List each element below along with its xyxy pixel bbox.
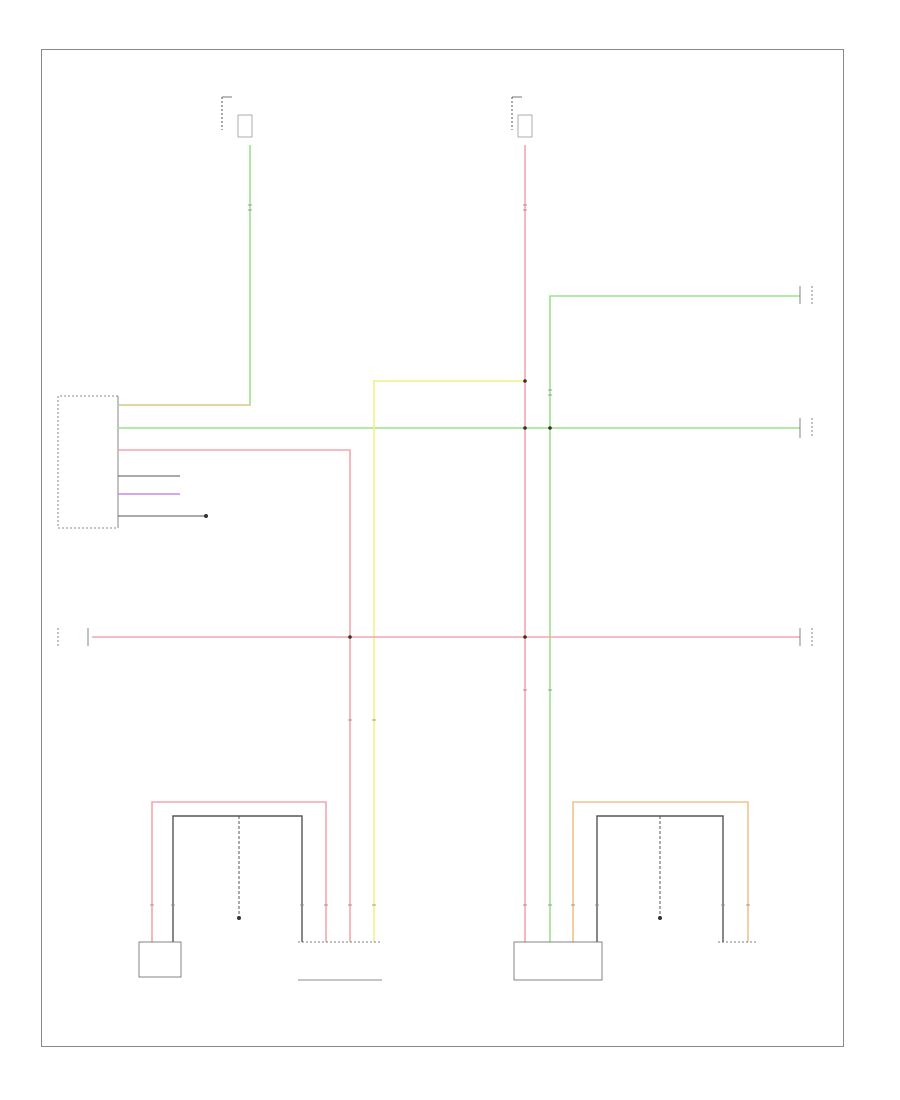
bottom-right-module bbox=[513, 941, 603, 981]
left-control-module bbox=[57, 395, 119, 529]
wire-green-left-feed bbox=[118, 145, 251, 406]
wire-green-right-vertical bbox=[549, 295, 800, 942]
bottom-left-harness bbox=[151, 801, 327, 942]
wire-hatches bbox=[150, 204, 750, 906]
right-connector-top bbox=[799, 286, 813, 304]
diagram-frame bbox=[41, 49, 844, 1047]
top-right-fuse-connector bbox=[511, 96, 533, 138]
right-connector-bottom bbox=[799, 628, 813, 646]
bottom-right-harness bbox=[572, 801, 749, 942]
bottom-left-relay bbox=[138, 941, 182, 978]
bottom-left-module bbox=[298, 941, 382, 981]
occupancy-sensor bbox=[57, 628, 89, 646]
wire-module-leads bbox=[118, 475, 208, 518]
wire-pink-left bbox=[118, 449, 351, 942]
right-connector-mid bbox=[799, 418, 813, 438]
wire-yellow bbox=[373, 380, 525, 942]
junction-dots bbox=[348, 379, 552, 639]
top-left-fuse-connector bbox=[221, 96, 253, 138]
